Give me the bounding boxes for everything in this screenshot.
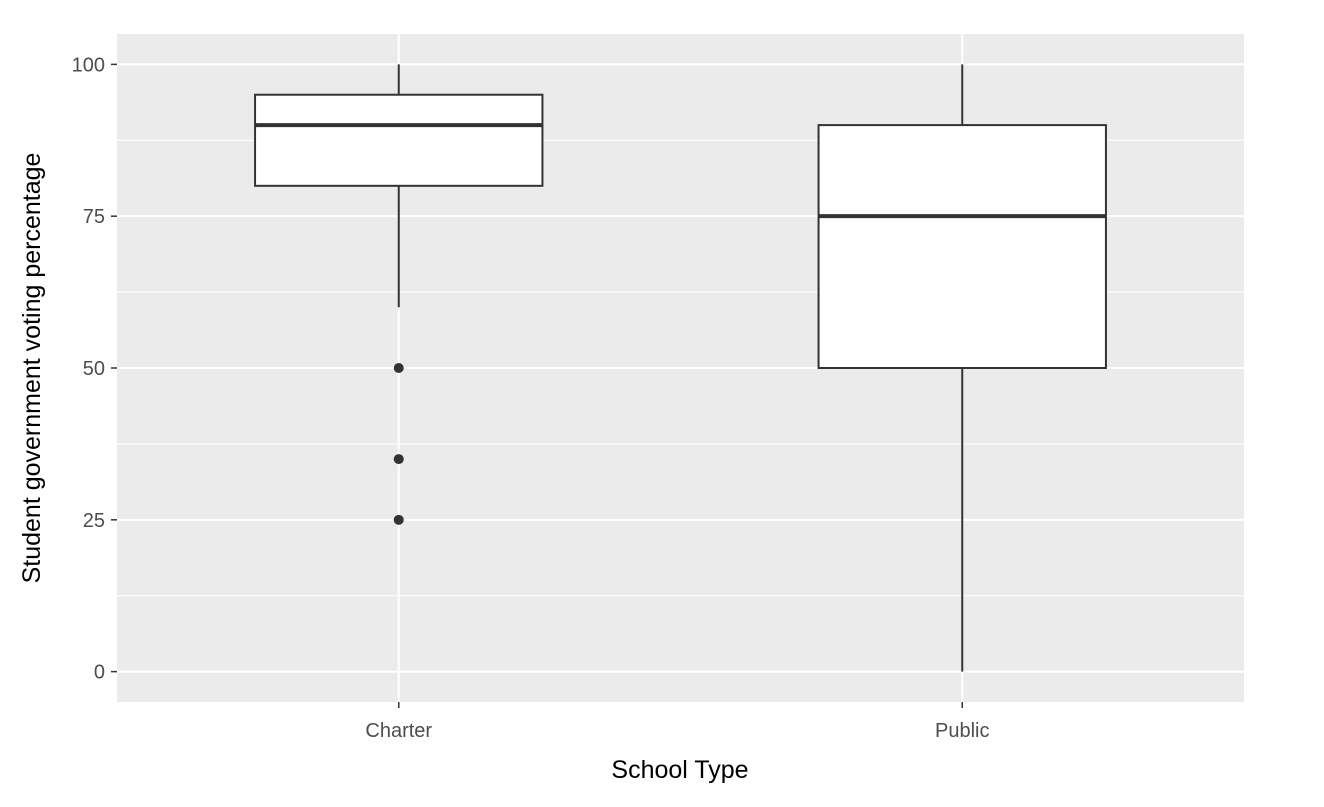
box-iqr (254, 93, 544, 187)
y-tick-label: 75 (83, 206, 105, 228)
y-tick-label: 0 (94, 662, 105, 684)
box-layer (254, 64, 1107, 672)
outlier-point (393, 454, 404, 465)
outlier-point (393, 363, 404, 373)
y-tick-label: 25 (83, 510, 105, 532)
outlier-point (393, 514, 404, 525)
x-tick-label: Charter (365, 720, 432, 742)
x-tick-label: Public (935, 720, 989, 742)
y-tick-label: 100 (72, 54, 105, 76)
y-tick-label: 50 (83, 358, 105, 380)
x-axis-title: School Type (611, 756, 748, 784)
y-axis-title: Student government voting percentage (18, 153, 46, 584)
boxplot-public (817, 64, 1107, 672)
boxplot-charter (254, 64, 544, 525)
box-iqr (817, 124, 1107, 369)
